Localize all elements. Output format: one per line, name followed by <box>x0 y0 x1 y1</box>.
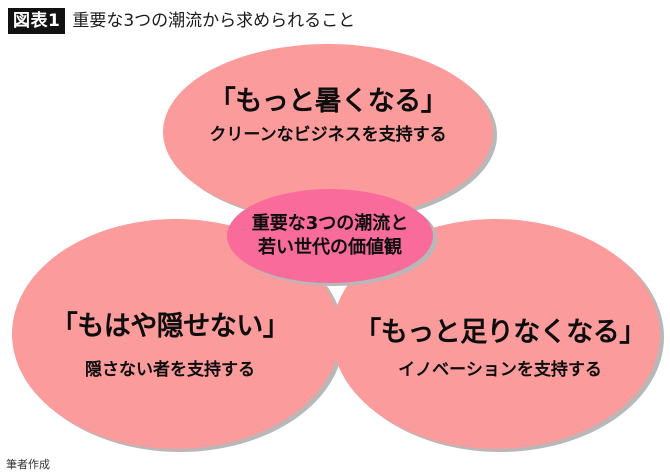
source-note: 筆者作成 <box>6 458 50 471</box>
top-main-label: 「もっと暑くなる」 <box>208 86 448 117</box>
left-sub-label: 隠さない者を支持する <box>85 360 255 380</box>
center-ellipse-text: 重要な3つの潮流と 若い世代の価値観 <box>230 212 430 260</box>
right-ellipse <box>332 219 664 452</box>
left-ellipse <box>12 219 344 452</box>
center-line-1: 重要な3つの潮流と <box>251 213 409 234</box>
center-line-2: 若い世代の価値観 <box>258 237 402 258</box>
right-main-label: 「もっと足りなくなる」 <box>354 317 646 348</box>
top-ellipse-text: 「もっと暑くなる」 クリーンなビジネスを支持する <box>178 86 478 146</box>
top-sub-label: クリーンなビジネスを支持する <box>209 125 447 145</box>
top-ellipse <box>163 44 497 223</box>
right-ellipse-text: 「もっと足りなくなる」 イノベーションを支持する <box>350 317 650 381</box>
left-main-label: 「もはや隠せない」 <box>50 311 290 342</box>
figure-label: 図表1 <box>8 8 66 34</box>
figure-title: 重要な3つの潮流から求められること <box>72 11 356 31</box>
center-ellipse <box>227 189 437 286</box>
right-sub-label: イノベーションを支持する <box>398 360 602 380</box>
figure-header: 図表1 重要な3つの潮流から求められること <box>8 8 355 34</box>
left-ellipse-text: 「もはや隠せない」 隠さない者を支持する <box>20 311 320 381</box>
